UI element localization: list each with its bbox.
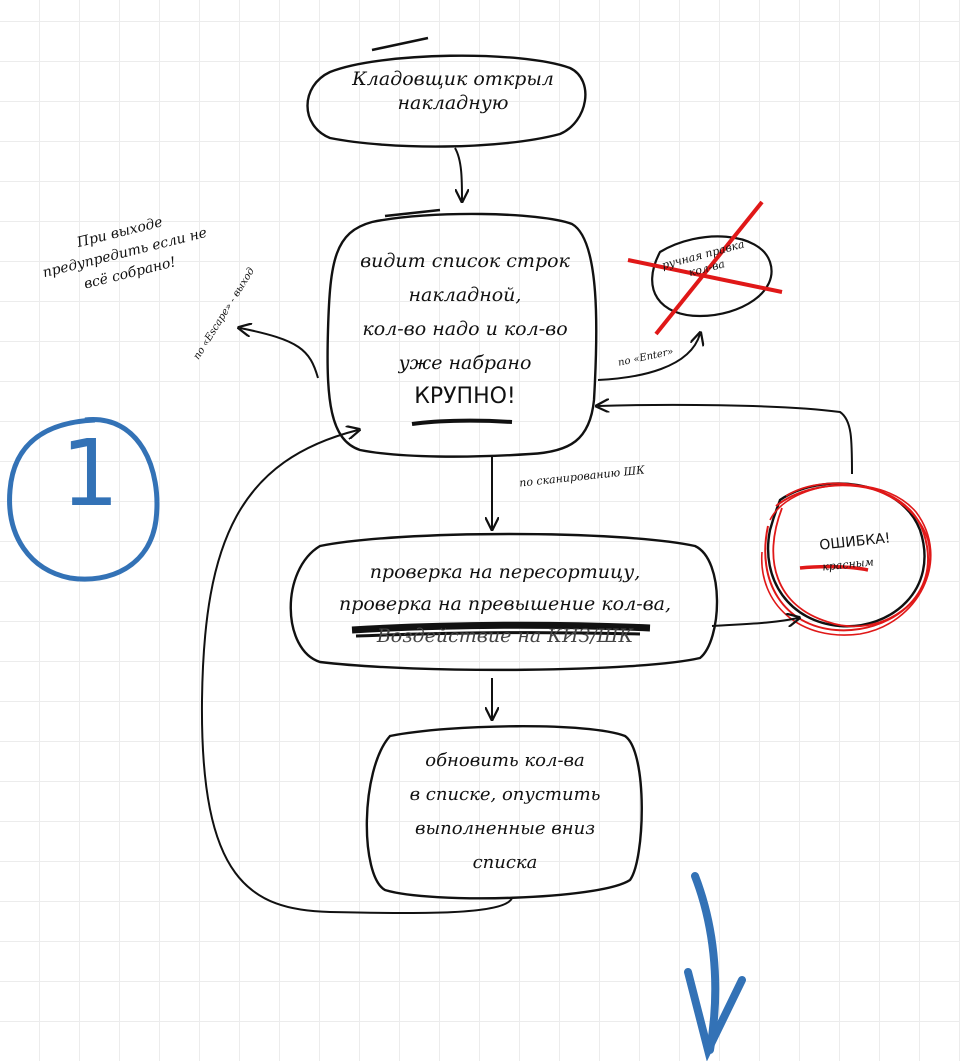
check-node-label: проверка на пересортицу, проверка на пре…: [285, 556, 725, 652]
edge-main-to-exit: [240, 328, 319, 379]
update-node: [365, 725, 643, 900]
start-node: [306, 36, 587, 148]
manual-edit-node: [627, 200, 783, 336]
main-node: [326, 208, 598, 458]
check-node: [289, 532, 719, 672]
start-node-label: Кладовщик открыл накладную: [352, 68, 554, 114]
edge-check-to-error: [711, 618, 798, 626]
update-node-label: обновить кол-ва в списке, опустить выпол…: [409, 750, 601, 873]
check-node-struck-line: Воздействие на КИЗ/ШК: [376, 625, 634, 647]
edge-error-to-main: [598, 405, 853, 475]
edge-start-to-main: [454, 147, 462, 200]
step-number: 1: [60, 420, 120, 527]
edge-update-loop-to-main: [200, 430, 513, 915]
edges: [200, 147, 853, 915]
continue-arrow: [684, 872, 746, 1061]
main-node-label: видит список строк накладной, кол-во над…: [335, 244, 595, 414]
step-marker: [7, 417, 160, 582]
main-node-emphasis: КРУПНО!: [414, 384, 516, 409]
edge-main-to-manual: [597, 334, 700, 381]
